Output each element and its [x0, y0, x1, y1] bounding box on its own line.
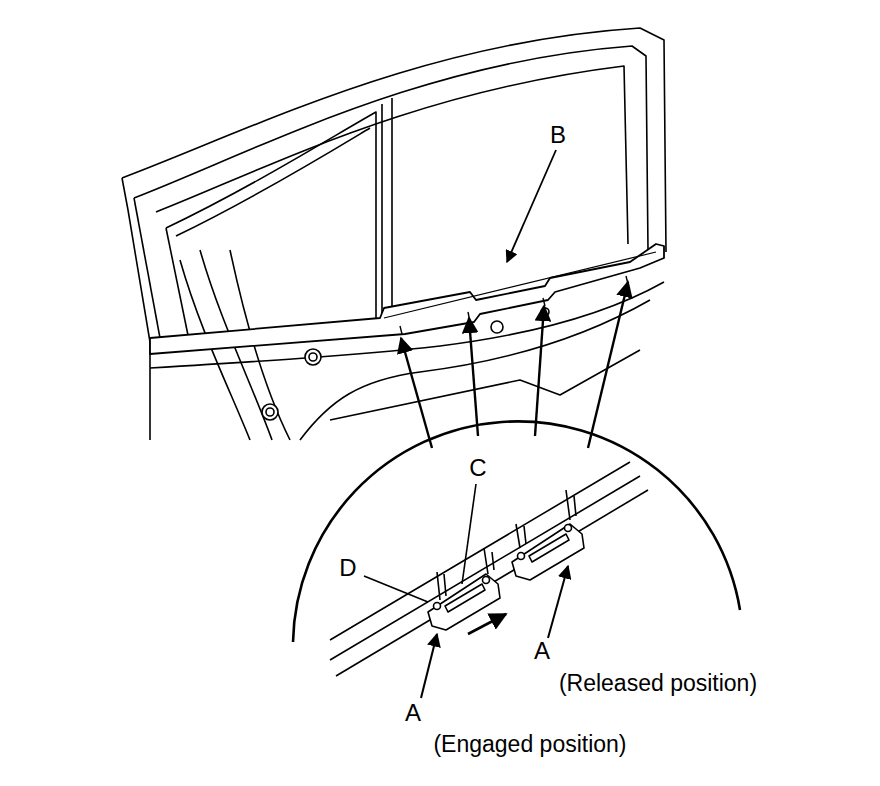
callout-letter: A: [403, 700, 423, 726]
detail-circle: [293, 421, 740, 642]
door-frame: [122, 28, 666, 440]
position-note: (Engaged position): [431, 732, 628, 757]
clip-engaged: [428, 548, 500, 630]
detail-arrows-small: [421, 566, 568, 698]
position-note: (Released position): [557, 671, 759, 696]
leader-line: [507, 150, 556, 262]
detail-arrows: [401, 282, 628, 448]
belt-molding: [150, 244, 664, 354]
callout-letter: A: [532, 638, 552, 664]
detail-rail: [330, 462, 648, 676]
clip-released: [512, 490, 584, 580]
detail-leaders: [364, 484, 476, 602]
callout-letter: D: [337, 555, 358, 581]
callout-letter: C: [467, 455, 488, 481]
callout-letter: B: [548, 122, 568, 148]
